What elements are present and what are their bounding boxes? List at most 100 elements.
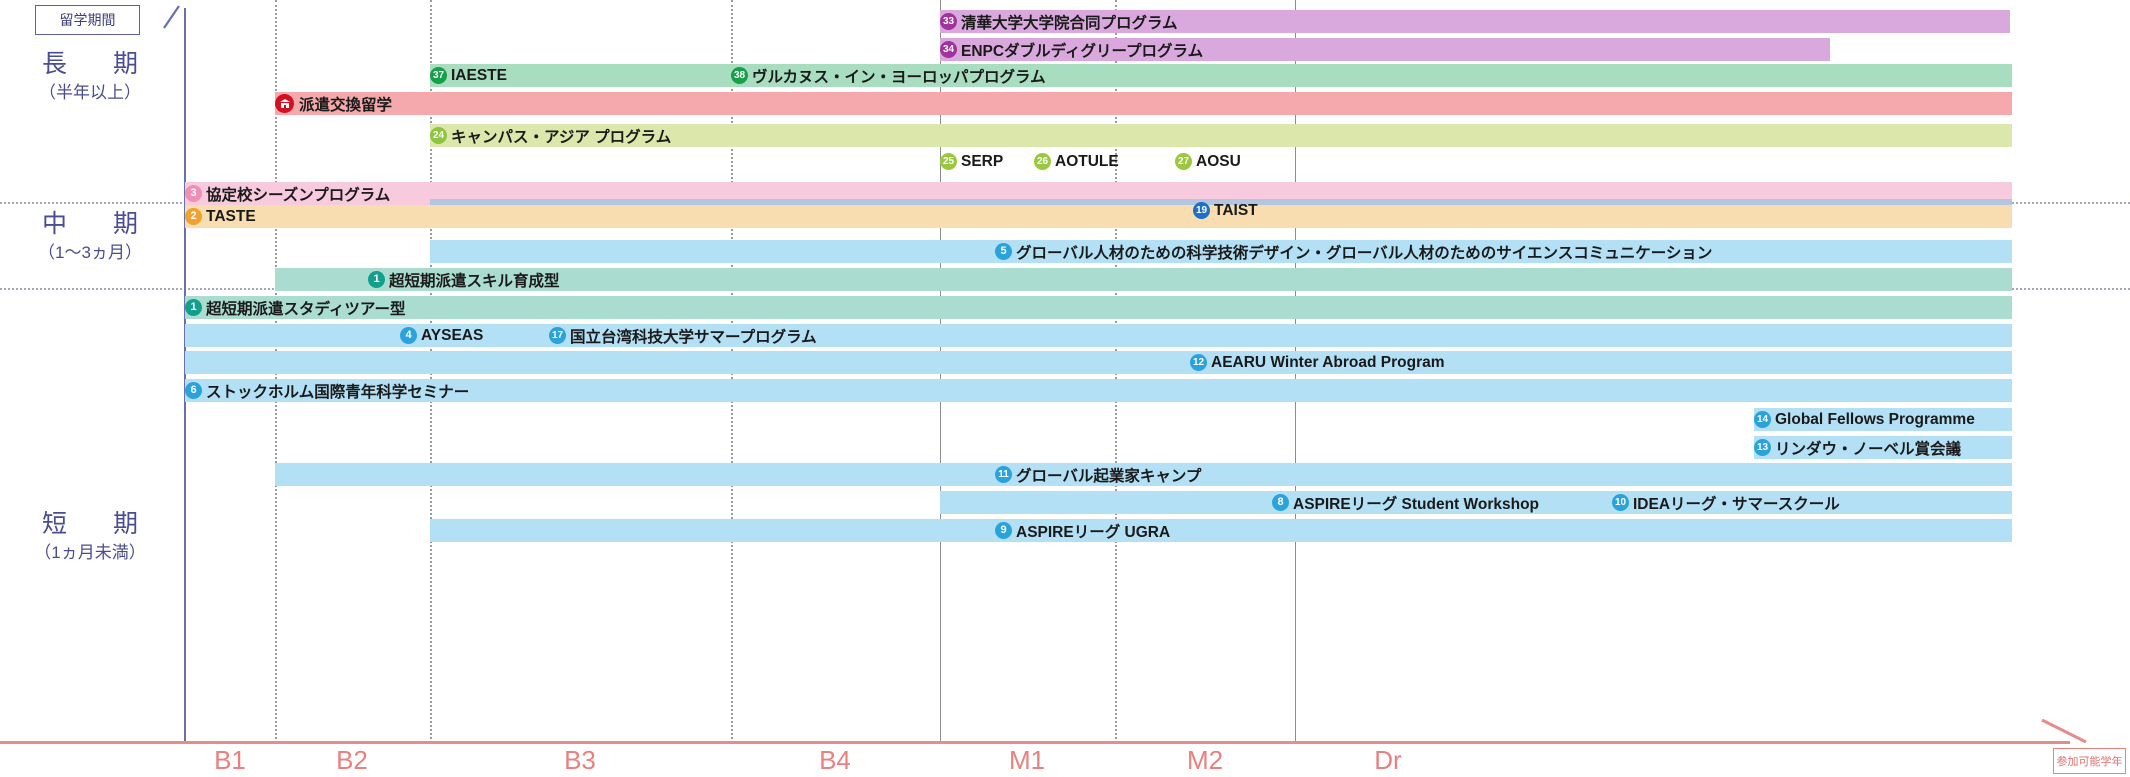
program-name-text: ヴルカヌス・イン・ヨーロッパプログラム bbox=[752, 68, 1046, 86]
timeline-bar bbox=[185, 205, 2012, 228]
program-name-text: キャンパス・アジア プログラム bbox=[451, 128, 672, 146]
timeline-bar bbox=[430, 519, 2012, 542]
x-tick-b2: B2 bbox=[336, 745, 368, 775]
program-name-text: AEARU Winter Abroad Program bbox=[1211, 353, 1445, 371]
program-number-badge: 19 bbox=[1193, 202, 1210, 219]
x-tick-dr: Dr bbox=[1374, 745, 1402, 775]
program-name-text: AOTULE bbox=[1055, 152, 1119, 170]
program-name-text: TAIST bbox=[1214, 201, 1258, 219]
x-axis-caption-box: 参加可能学年 bbox=[2053, 748, 2126, 774]
x-tick-b3: B3 bbox=[564, 745, 596, 775]
program-number-badge: 3 bbox=[185, 185, 202, 202]
program-name-text: Global Fellows Programme bbox=[1775, 410, 1975, 428]
timeline-bar bbox=[940, 491, 2012, 514]
category-label-long: 長 期 （半年以上） bbox=[0, 48, 180, 105]
legend-title-box: 留学期間 bbox=[35, 5, 140, 35]
program-name-text: グローバル起業家キャンプ bbox=[1016, 467, 1202, 485]
timeline-bar bbox=[185, 351, 2012, 374]
program-name-text: ENPCダブルディグリープログラム bbox=[961, 42, 1204, 60]
timeline-bar bbox=[185, 296, 2012, 319]
program-number-badge: 38 bbox=[731, 67, 748, 84]
x-axis-arrow-icon bbox=[2041, 718, 2087, 744]
x-tick-b4: B4 bbox=[819, 745, 851, 775]
program-name-text: IDEAリーグ・サマースクール bbox=[1633, 495, 1840, 513]
timeline-bar bbox=[275, 268, 2012, 291]
program-name-text: 派遣交換留学 bbox=[299, 96, 393, 114]
x-axis-line bbox=[0, 741, 2070, 744]
timeline-bar bbox=[940, 10, 2010, 33]
category-mid-title: 中 期 bbox=[41, 210, 149, 238]
timeline-bar bbox=[185, 324, 2012, 347]
program-name-text: 超短期派遣スタディツアー型 bbox=[206, 300, 406, 318]
category-short-sub: （1ヵ月未満） bbox=[34, 542, 146, 562]
program-number-badge: 1 bbox=[368, 271, 385, 288]
program-number-badge: 33 bbox=[940, 13, 957, 30]
timeline-bar bbox=[275, 92, 2012, 115]
program-name-text: SERP bbox=[961, 152, 1004, 170]
category-short-title: 短 期 bbox=[41, 510, 149, 538]
timeline-bar bbox=[430, 64, 2012, 87]
program-number-badge: 5 bbox=[995, 243, 1012, 260]
timeline-bar bbox=[1754, 408, 2012, 431]
timeline-bar bbox=[1754, 436, 2012, 459]
program-name-text: 協定校シーズンプログラム bbox=[206, 186, 391, 204]
program-number-badge: 12 bbox=[1190, 354, 1207, 371]
timeline-bar bbox=[275, 463, 2012, 486]
program-number-badge: 13 bbox=[1754, 439, 1771, 456]
timeline-bar bbox=[430, 240, 2012, 263]
program-name-text: TASTE bbox=[206, 207, 256, 225]
program-name-text: ストックホルム国際青年科学セミナー bbox=[206, 383, 470, 401]
program-name-text: ASPIREリーグ Student Workshop bbox=[1293, 495, 1540, 513]
program-number-badge: 4 bbox=[400, 327, 417, 344]
program-name-text: AYSEAS bbox=[421, 326, 484, 344]
program-number-badge: 6 bbox=[185, 382, 202, 399]
program-number-badge: 11 bbox=[995, 466, 1012, 483]
legend-title-text: 留学期間 bbox=[59, 12, 116, 28]
x-tick-m2: M2 bbox=[1186, 745, 1224, 775]
category-long-title: 長 期 bbox=[41, 50, 149, 78]
program-name-text: リンダウ・ノーベル賞会議 bbox=[1775, 440, 1962, 458]
program-name-text: 国立台湾科技大学サマープログラム bbox=[570, 328, 817, 346]
program-name-text: 清華大学大学院合同プログラム bbox=[961, 14, 1178, 32]
program-name-text: AOSU bbox=[1196, 152, 1241, 170]
category-long-sub: （半年以上） bbox=[39, 82, 141, 102]
program-number-badge: 9 bbox=[995, 522, 1012, 539]
program-number-badge: 37 bbox=[430, 67, 447, 84]
timeline-bar bbox=[185, 379, 2012, 402]
category-mid-sub: （1〜3ヵ月） bbox=[38, 242, 142, 262]
program-number-badge: 24 bbox=[430, 127, 447, 144]
school-icon bbox=[275, 94, 294, 113]
program-name-text: 超短期派遣スキル育成型 bbox=[389, 272, 560, 290]
program-number-badge: 8 bbox=[1272, 494, 1289, 511]
program-number-badge: 25 bbox=[940, 153, 957, 170]
program-number-badge: 2 bbox=[185, 208, 202, 225]
program-number-badge: 34 bbox=[940, 41, 957, 58]
x-axis-caption-text: 参加可能学年 bbox=[2056, 756, 2123, 768]
program-number-badge: 26 bbox=[1034, 153, 1051, 170]
program-number-badge: 27 bbox=[1175, 153, 1192, 170]
program-name-text: グローバル人材のための科学技術デザイン・グローバル人材のためのサイエンスコミュニ… bbox=[1016, 244, 1713, 262]
timeline-bar-label: 派遣交換留学 bbox=[275, 92, 392, 115]
y-axis-line bbox=[184, 8, 186, 743]
timeline-bar bbox=[940, 38, 1830, 61]
